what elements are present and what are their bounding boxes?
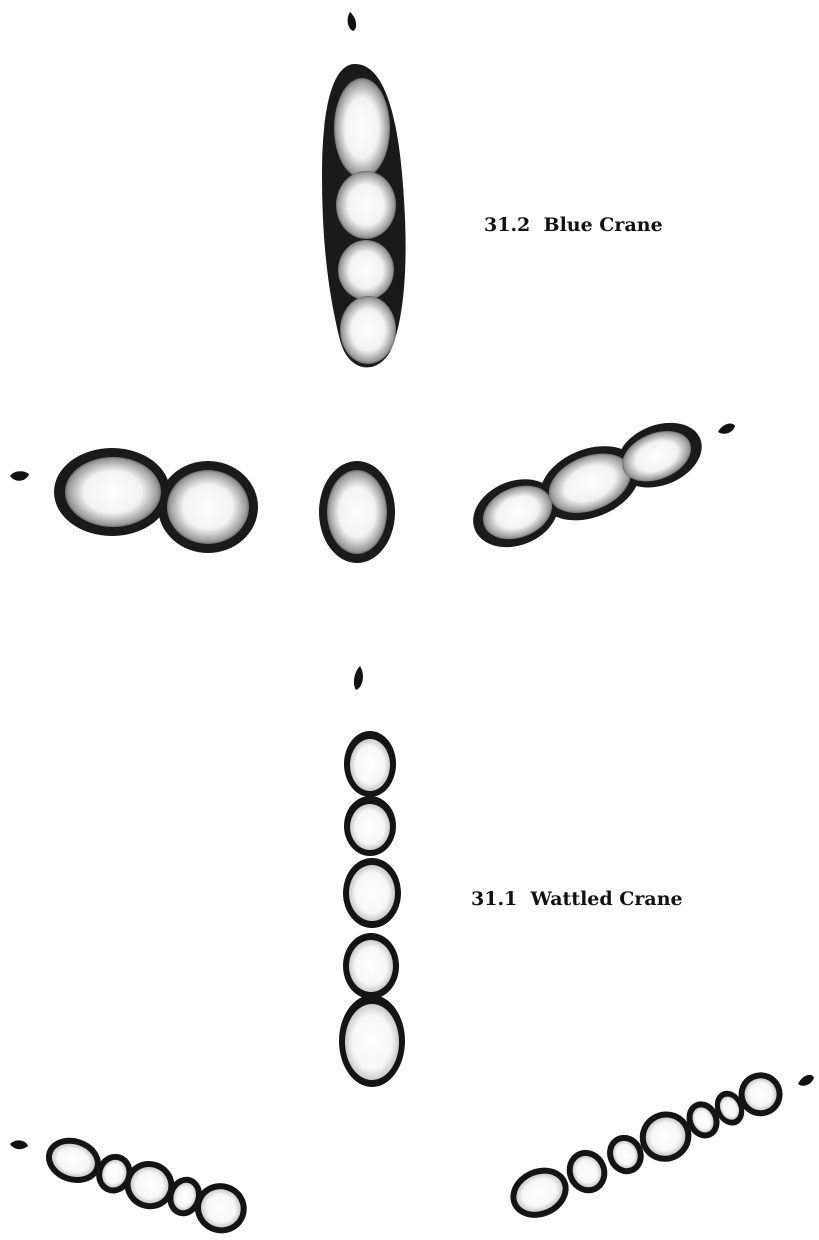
blue-crane-middle-toe <box>322 64 406 367</box>
blue-crane-left-toe <box>54 448 258 553</box>
blue-crane-track <box>10 12 735 563</box>
wattled-crane-middle-claw <box>354 666 363 690</box>
species-name: Wattled Crane <box>531 888 683 910</box>
wattled-crane-left-toe <box>39 1128 253 1240</box>
species-name: Blue Crane <box>544 214 663 236</box>
blue-crane-right-toe <box>462 407 713 561</box>
wattled-crane-left-claw <box>10 1140 28 1149</box>
blue-crane-heel-pad <box>319 461 395 563</box>
blue-crane-caption: 31.2 Blue Crane <box>484 214 663 236</box>
wattled-crane-right-toe <box>502 1063 791 1228</box>
figure-number: 31.2 <box>484 214 530 236</box>
figure-number: 31.1 <box>471 888 517 910</box>
wattled-crane-track <box>10 666 814 1240</box>
blue-crane-right-claw <box>718 424 735 434</box>
blue-crane-middle-claw <box>348 12 357 31</box>
blue-crane-left-claw <box>10 471 29 481</box>
wattled-crane-middle-toe <box>339 731 405 1087</box>
wattled-crane-right-claw <box>798 1075 814 1086</box>
wattled-crane-caption: 31.1 Wattled Crane <box>471 888 683 910</box>
